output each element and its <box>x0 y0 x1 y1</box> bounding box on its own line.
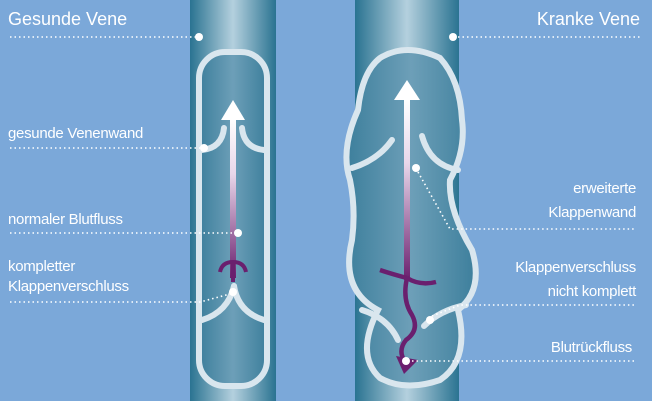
label-normal-flow: normaler Blutfluss <box>8 211 123 228</box>
dilated-vein-wall <box>343 47 479 389</box>
valve-upper-right <box>419 133 461 173</box>
label-complete-closure-2: Klappenverschluss <box>8 278 129 295</box>
label-incomplete-closure-2: nicht komplett <box>548 283 637 300</box>
right-annotations: Kranke Vene erweiterte Klappenwand Klapp… <box>402 9 640 365</box>
label-dilated-wall-2: Klappenwand <box>548 204 636 221</box>
label-reflux: Blutrückfluss <box>551 339 632 356</box>
valve-upper-right <box>239 125 267 153</box>
valve-lower-left <box>359 307 401 343</box>
valve-lower-right <box>421 302 469 329</box>
left-annotations: Gesunde Vene gesunde Venenwand normaler … <box>8 9 242 303</box>
label-healthy-wall: gesunde Venenwand <box>8 125 143 142</box>
right-title: Kranke Vene <box>537 9 640 29</box>
label-dilated-wall-1: erweiterte <box>573 180 636 197</box>
blood-swirl <box>218 260 248 282</box>
label-incomplete-closure-1: Klappenverschluss <box>515 259 636 276</box>
valve-upper-left <box>349 137 395 171</box>
healthy-vein <box>190 0 276 401</box>
arrow-head-up <box>221 100 245 120</box>
blood-reflux-path <box>379 267 437 362</box>
blood-flow-arrow <box>230 118 236 278</box>
diseased-vein <box>343 0 479 401</box>
label-complete-closure-1: kompletter <box>8 258 75 275</box>
arrow-head-up <box>394 80 420 100</box>
blood-flow-arrow <box>404 100 410 280</box>
left-title: Gesunde Vene <box>8 9 127 29</box>
